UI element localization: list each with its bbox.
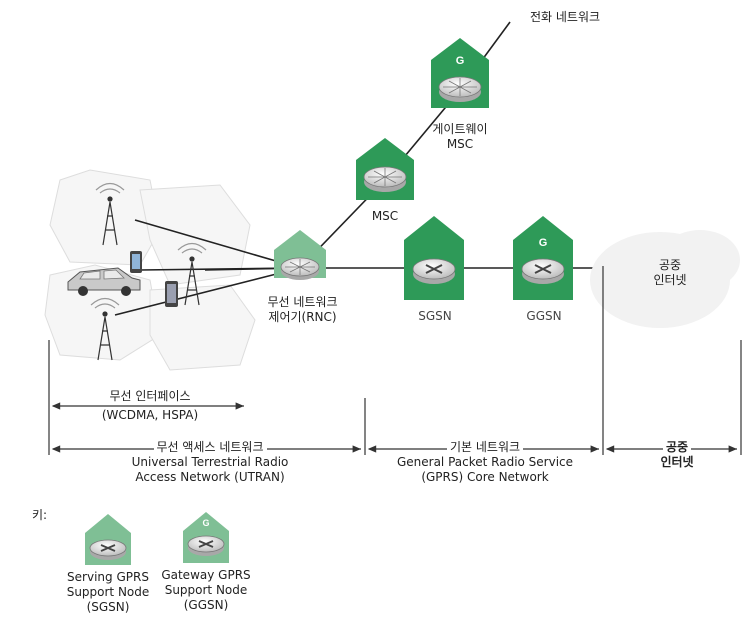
internet-cloud-icon bbox=[590, 230, 740, 328]
rnc-label-line1: 무선 네트워크 bbox=[267, 295, 338, 309]
cell-tower-icon bbox=[90, 297, 120, 361]
section-dividers bbox=[48, 266, 742, 455]
radio-interface-label: 무선 인터페이스 (WCDMA, HSPA) bbox=[70, 389, 230, 423]
key-ggsn-label: Gateway GPRS Support Node (GGSN) bbox=[156, 568, 256, 613]
ggsn-label: GGSN bbox=[526, 309, 562, 323]
gateway-msc-label-line1: 게이트웨이 bbox=[432, 122, 488, 136]
public-internet-top-line1: 공중 bbox=[658, 258, 682, 272]
gateway-badge-icon: G bbox=[202, 518, 209, 528]
public-internet-top-line2: 인터넷 bbox=[653, 273, 687, 287]
phone-network-label: 전화 네트워크 bbox=[529, 10, 601, 24]
car-icon bbox=[67, 267, 141, 296]
core-network-label: 기본 네트워크 General Packet Radio Service (GP… bbox=[375, 440, 595, 485]
gateway-msc-node: G bbox=[431, 38, 489, 108]
sgsn-node bbox=[404, 216, 464, 300]
key-ggsn-line2: Support Node bbox=[164, 583, 248, 597]
radio-interface-line1: 무선 인터페이스 bbox=[109, 389, 191, 403]
cell-tower-icon bbox=[177, 242, 207, 306]
key-label: 키: bbox=[32, 508, 48, 522]
key-ggsn-line1: Gateway GPRS bbox=[161, 568, 251, 582]
core-line2: General Packet Radio Service bbox=[396, 455, 574, 469]
gateway-badge-icon: G bbox=[539, 237, 548, 249]
gateway-badge-icon: G bbox=[456, 55, 465, 67]
ggsn-node: G bbox=[513, 216, 573, 300]
key-sgsn-line2: Support Node bbox=[66, 585, 150, 599]
public-internet-label-bottom: 공중 인터넷 bbox=[652, 440, 702, 470]
key-ggsn-line3: (GGSN) bbox=[183, 598, 229, 612]
utran-label: 무선 액세스 네트워크 Universal Terrestrial Radio … bbox=[90, 440, 330, 485]
gateway-msc-label: 게이트웨이 MSC bbox=[415, 122, 505, 152]
public-internet-bottom-line2: 인터넷 bbox=[660, 455, 694, 469]
rnc-label-line2: 제어기(RNC) bbox=[268, 310, 337, 324]
public-internet-label-top: 공중 인터넷 bbox=[645, 258, 695, 288]
key-sgsn-icon bbox=[85, 514, 131, 565]
key-ggsn-icon: G bbox=[183, 512, 229, 563]
utran-line1: 무선 액세스 네트워크 bbox=[153, 440, 267, 455]
core-line3: (GPRS) Core Network bbox=[421, 470, 549, 484]
gateway-msc-label-line2: MSC bbox=[446, 137, 474, 151]
smartphone-icon bbox=[130, 251, 142, 273]
rnc-node bbox=[274, 230, 326, 280]
core-line1: 기본 네트워크 bbox=[446, 440, 524, 455]
key-sgsn-label: Serving GPRS Support Node (SGSN) bbox=[58, 570, 158, 615]
utran-line2: Universal Terrestrial Radio bbox=[131, 455, 289, 469]
radio-interface-line2: (WCDMA, HSPA) bbox=[101, 408, 199, 422]
key-sgsn-line3: (SGSN) bbox=[86, 600, 130, 614]
msc-label: MSC bbox=[371, 209, 399, 223]
smartphone-icon bbox=[165, 281, 178, 307]
rnc-label: 무선 네트워크 제어기(RNC) bbox=[255, 295, 350, 325]
sgsn-label: SGSN bbox=[418, 309, 452, 323]
key-sgsn-line1: Serving GPRS bbox=[67, 570, 149, 584]
public-internet-bottom-line1: 공중 bbox=[662, 440, 692, 455]
msc-node bbox=[356, 138, 414, 200]
utran-line3: Access Network (UTRAN) bbox=[135, 470, 285, 484]
cell-tower-icon bbox=[95, 182, 125, 246]
